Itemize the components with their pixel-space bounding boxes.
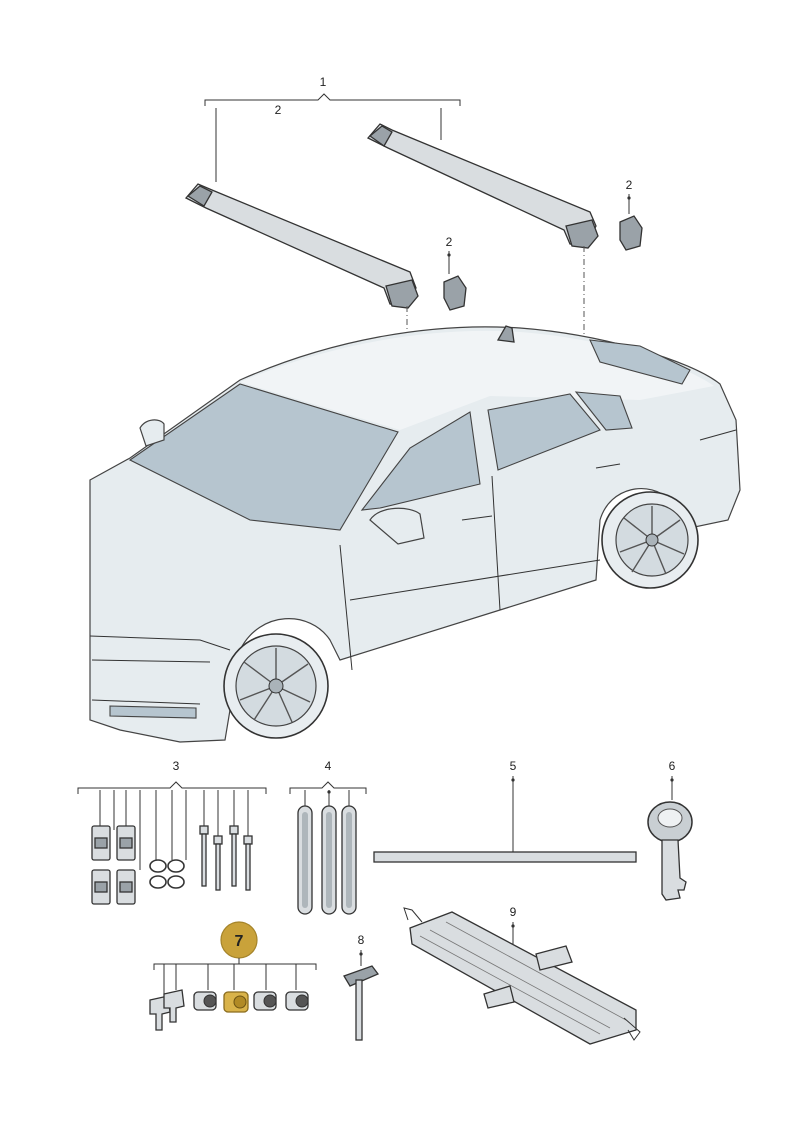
lock-cylinders (193, 991, 309, 1013)
label-2-top: 2 (275, 103, 282, 117)
bolts (199, 825, 253, 891)
seal-strip (373, 851, 637, 863)
key (647, 801, 693, 901)
lock-keys (149, 989, 185, 1031)
rear-wheel (601, 491, 699, 589)
foot-cover-right (619, 215, 643, 251)
label-8: 8 (358, 933, 365, 947)
label-5: 5 (510, 759, 517, 773)
foot-cover-mid (443, 275, 467, 311)
label-4: 4 (325, 759, 332, 773)
rubber-strips (297, 805, 357, 915)
label-3: 3 (173, 759, 180, 773)
roof-bar-bag (403, 907, 641, 1045)
front-wheel (223, 633, 329, 739)
callout-7: 7 (220, 921, 258, 959)
label-2-right: 2 (626, 178, 633, 192)
car-illustration (89, 325, 741, 743)
label-6: 6 (669, 759, 676, 773)
washers (149, 859, 185, 889)
roof-bar-rear (366, 123, 599, 249)
roof-bar-front (184, 183, 419, 309)
label-1: 1 (320, 75, 327, 89)
label-7: 7 (235, 933, 244, 950)
label-2-mid: 2 (446, 235, 453, 249)
clamp-blocks (91, 825, 136, 905)
t-handle-tool (343, 965, 380, 1041)
label-9: 9 (510, 905, 517, 919)
